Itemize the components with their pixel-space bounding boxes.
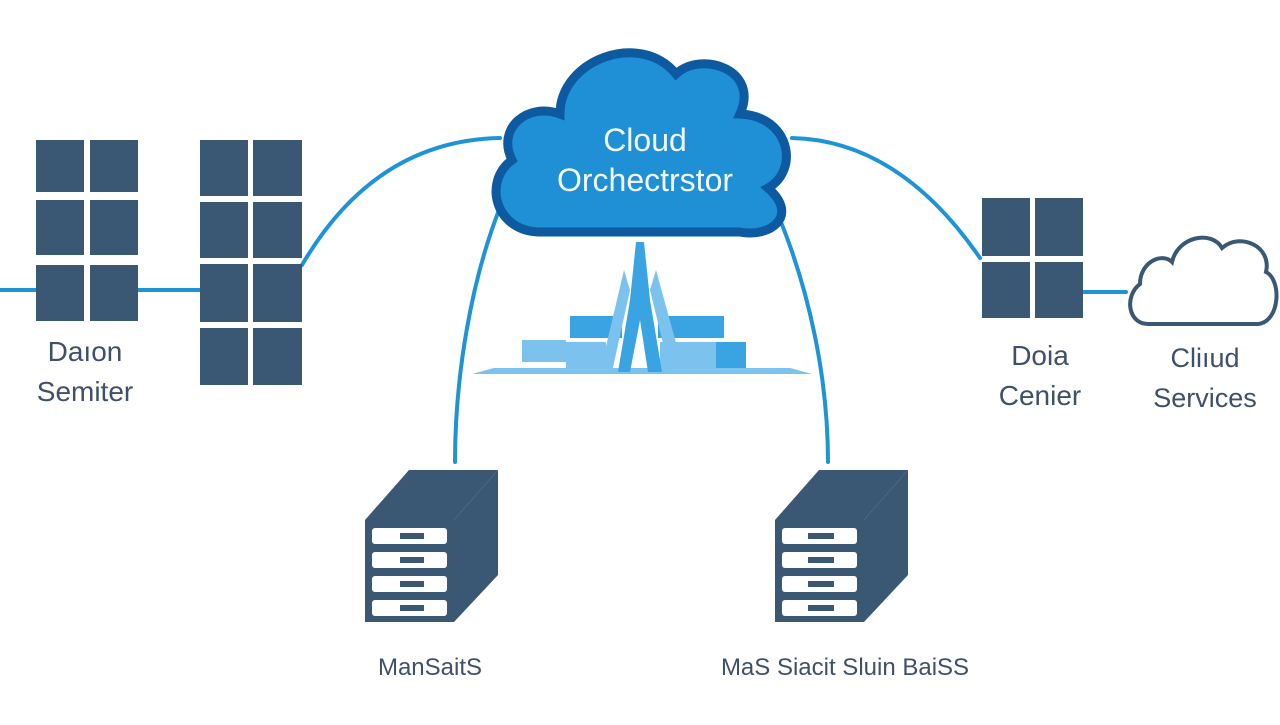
- cloud-icon: [491, 48, 791, 238]
- server-rack-icon: [982, 198, 1083, 318]
- left-datacenter-label-line2: Semiter: [36, 376, 134, 407]
- server-rack-icon: [36, 140, 138, 321]
- server-box-icon: [775, 470, 908, 622]
- link-rack2-orchestrator: [300, 136, 502, 267]
- cloud-services-label-line1: Cliıud: [1170, 343, 1240, 373]
- left-datacenter-label: Daıon Semiter: [10, 332, 160, 412]
- right-datacenter-label-line2: Cenier: [998, 380, 1082, 411]
- link-orchestrator-server-right: [774, 208, 830, 464]
- orchestrator-label-line2: Orchectrstor: [556, 162, 734, 198]
- server-box-icon: [365, 470, 498, 622]
- connections: [0, 136, 1128, 464]
- cloud-services-label: Cliıud Services: [1130, 338, 1280, 418]
- link-orchestrator-server-left: [453, 198, 505, 464]
- cloud-outline-icon: [1128, 235, 1279, 326]
- server-rack-icon: [200, 140, 302, 385]
- server-left-label: ManSaitS: [377, 654, 483, 681]
- right-datacenter-label-line1: Doia: [1011, 340, 1069, 371]
- right-datacenter-label: Doia Cenier: [975, 336, 1105, 416]
- orchestrator-label-line1: Cloud: [603, 122, 687, 158]
- server-right-label: MaS Siacit Sluin BaiSS: [720, 654, 970, 681]
- orchestrator-label: Cloud Orchectrstor: [520, 120, 770, 200]
- link-orchestrator-right-datacenter: [790, 136, 982, 260]
- left-datacenter-label-line1: Daıon: [47, 336, 123, 367]
- network-hub-icon: [472, 242, 812, 374]
- cloud-services-label-line2: Services: [1153, 383, 1257, 413]
